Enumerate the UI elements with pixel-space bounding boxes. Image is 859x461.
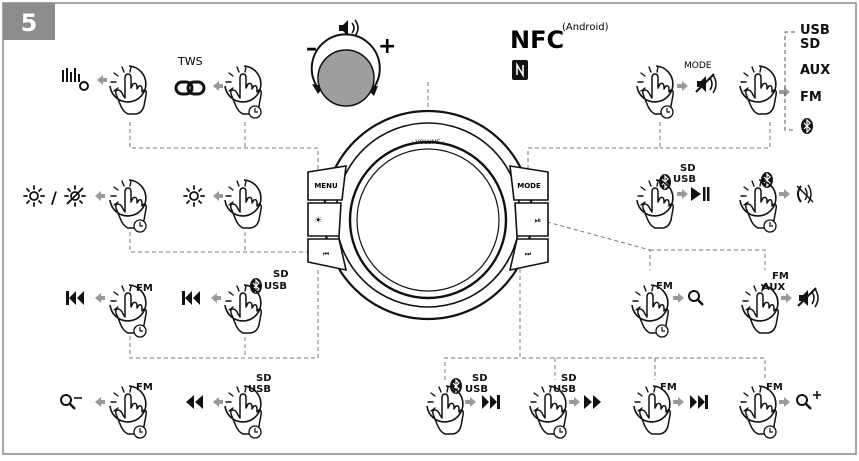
brightness-icon xyxy=(23,185,45,207)
source-usb-label: USB xyxy=(800,23,830,38)
bluetooth-icon xyxy=(449,377,463,395)
tws-label: TWS xyxy=(177,55,203,68)
fm-label: FM xyxy=(766,382,783,393)
fm-label: FM xyxy=(136,382,153,393)
sd-label: SD xyxy=(561,373,577,384)
mode-mute-icon xyxy=(695,73,717,94)
play-pause-icon xyxy=(691,187,710,201)
hang-up-icon xyxy=(796,184,814,204)
bluetooth-icon xyxy=(800,117,814,135)
volume-minus: – xyxy=(306,36,317,61)
brightness-button[interactable] xyxy=(307,202,342,237)
nfc-label: NFC xyxy=(510,26,564,54)
previous-track-icon xyxy=(182,291,200,305)
sd-label: SD xyxy=(256,373,272,384)
fm-label: FM xyxy=(772,271,789,282)
volume-ring-label: · VOLUME · xyxy=(412,139,445,146)
previous-button[interactable] xyxy=(307,238,348,272)
menu-button-label: MENU xyxy=(314,182,338,190)
next-track-icon xyxy=(482,395,500,409)
fm-label: FM xyxy=(136,283,153,294)
play-pause-button-icon: ⏯ xyxy=(535,216,541,225)
usb-label: USB xyxy=(553,384,576,395)
tws-link-icon xyxy=(174,80,206,96)
dimmer-icon xyxy=(64,185,86,207)
play-pause-group: SD USB xyxy=(636,163,814,232)
sd-label: SD xyxy=(273,269,289,280)
source-group: USB SD AUX FM xyxy=(739,23,830,135)
mute-icon xyxy=(797,287,819,308)
mode-button-label: MODE xyxy=(517,182,541,190)
fm-label: FM xyxy=(660,382,677,393)
bottom-left-group: FM SD USB xyxy=(59,373,272,438)
mode-mute-group: MODE xyxy=(637,61,717,118)
volume-plus: + xyxy=(378,34,396,59)
search-group: FM FM AUX xyxy=(632,271,819,337)
usb-label: USB xyxy=(465,384,488,395)
next-button[interactable] xyxy=(508,238,549,272)
fast-forward-icon xyxy=(584,395,601,409)
usb-label: USB xyxy=(248,384,271,395)
next-track-icon xyxy=(690,395,708,409)
source-sd-label: SD xyxy=(800,37,820,52)
tws-group: TWS xyxy=(174,55,261,118)
aux-label: AUX xyxy=(762,282,786,293)
next-button-icon: ⏭ xyxy=(525,250,532,258)
source-fm-label: FM xyxy=(800,90,822,105)
volume-control: – + xyxy=(306,19,396,107)
zoom-in-icon xyxy=(795,391,821,411)
mode-button[interactable] xyxy=(509,165,549,201)
mode-top-label: MODE xyxy=(684,61,712,71)
sd-label: SD xyxy=(680,163,696,174)
source-aux-label: AUX xyxy=(800,63,830,78)
nfc-icon xyxy=(512,60,528,80)
sd-label: SD xyxy=(472,373,488,384)
usb-label: USB xyxy=(673,174,696,185)
step-number: 5 xyxy=(21,9,38,37)
fm-label: FM xyxy=(656,281,673,292)
previous-track-group: FM SD USB xyxy=(66,269,289,337)
step-badge xyxy=(3,3,55,40)
play-pause-button[interactable] xyxy=(514,202,549,237)
android-label: (Android) xyxy=(562,22,609,33)
brightness-icon xyxy=(183,185,205,207)
bottom-right-group: SD USB SD USB FM FM xyxy=(426,373,821,438)
equalizer-settings-icon xyxy=(62,68,89,91)
previous-button-icon: ⏮ xyxy=(323,250,329,258)
brightness-button-icon: ☀ xyxy=(314,216,322,226)
usb-label: USB xyxy=(264,281,287,292)
head-unit: · VOLUME · MENU ☀ ⏮ MODE ⏯ ⏭ xyxy=(307,109,549,321)
volume-knob-icon[interactable] xyxy=(317,49,375,107)
eq-settings-group xyxy=(62,65,148,115)
brightness-group: / xyxy=(23,179,263,232)
zoom-out-icon xyxy=(59,393,82,411)
slash-label: / xyxy=(51,188,57,207)
previous-track-icon xyxy=(66,291,84,305)
menu-button[interactable] xyxy=(307,165,347,201)
rewind-icon xyxy=(186,395,203,409)
